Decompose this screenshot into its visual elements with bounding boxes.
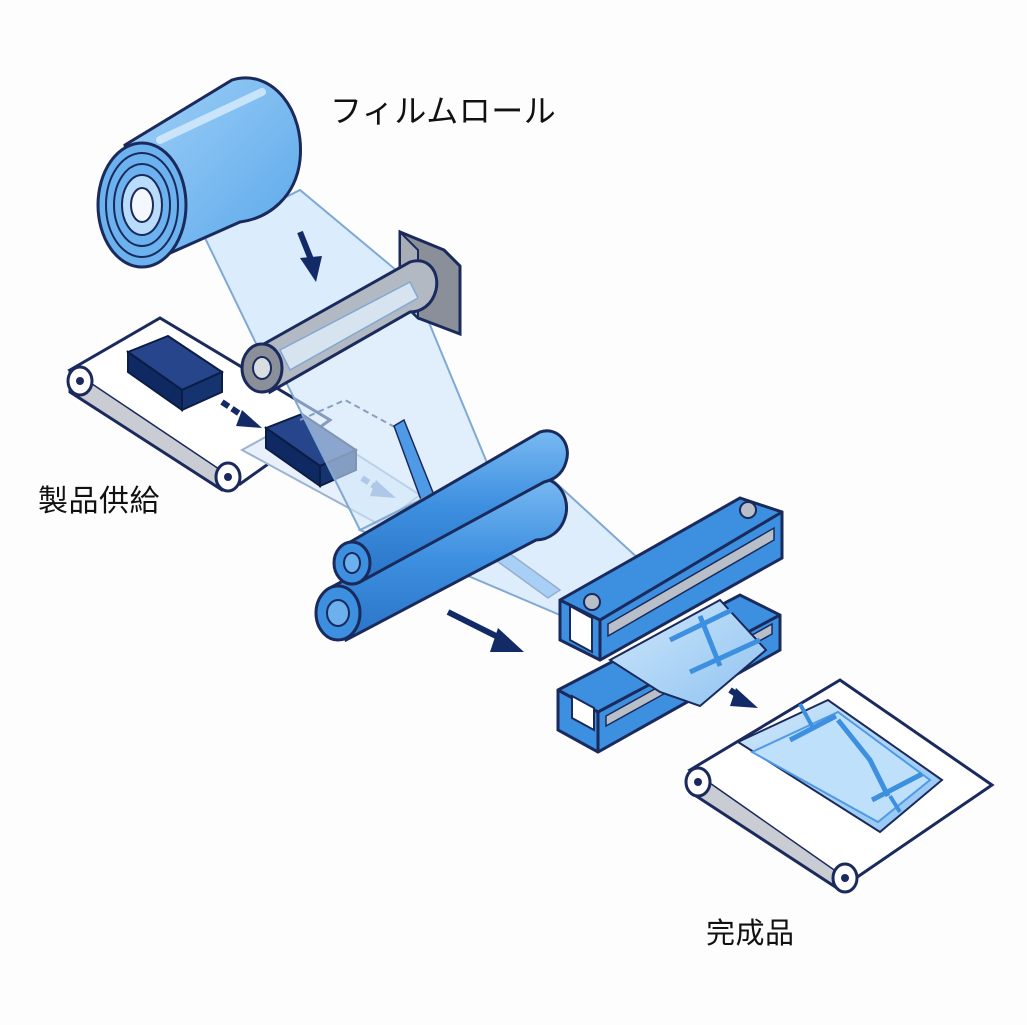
guide-roller-assembly [240, 229, 462, 395]
feed-roller-upper [343, 429, 569, 585]
product-supply-label: 製品供給 [38, 484, 160, 519]
product-block-1 [125, 334, 225, 412]
sealing-jaws [556, 496, 784, 754]
film-roll-label: フィルムロール [330, 92, 557, 130]
feed-rollers [314, 429, 569, 643]
output-arrow [728, 687, 758, 708]
finished-pouch [735, 698, 944, 834]
feed-arrow-1 [220, 399, 262, 428]
film-roll-core [130, 187, 154, 223]
transport-arrow [446, 609, 524, 652]
film-down-arrow [297, 230, 322, 282]
pouch-in-sealer [608, 598, 768, 708]
finished-product-label: 完成品 [706, 916, 795, 950]
film-roll [96, 76, 302, 269]
